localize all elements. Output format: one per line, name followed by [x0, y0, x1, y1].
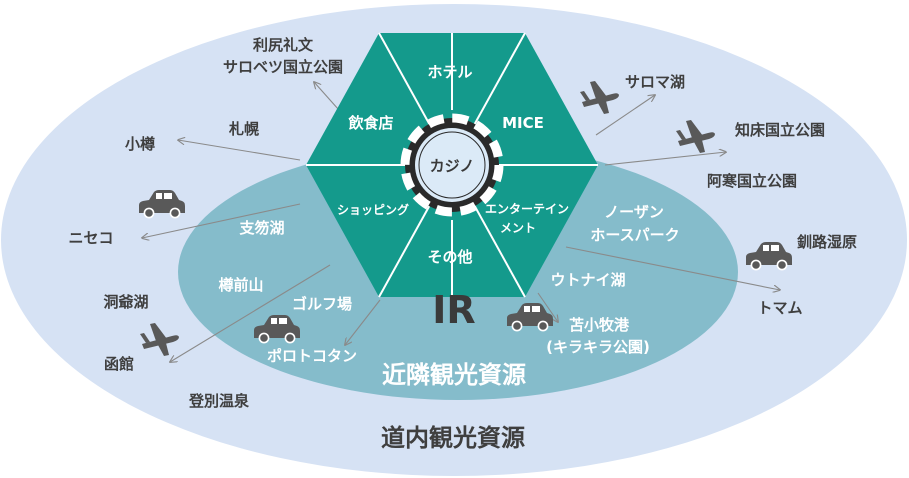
place-tomamu: トマム — [757, 299, 802, 317]
place-akan: 阿寒国立公園 — [707, 172, 797, 190]
place-saroma: サロマ湖 — [625, 73, 685, 91]
place-northern-line1: ノーザン — [604, 203, 664, 221]
place-rishiri-line2: サロベツ国立公園 — [223, 58, 343, 76]
place-tarumae: 樽前山 — [218, 276, 263, 294]
arrow-hakodate — [170, 264, 331, 362]
place-hakodate: 函館 — [104, 355, 134, 373]
arrow-poroto — [345, 299, 381, 345]
ir-label: IR — [432, 288, 475, 332]
place-toya: 洞爺湖 — [103, 293, 148, 311]
hex-entertainment-line2: メント — [500, 221, 536, 235]
place-golf: ゴルフ場 — [292, 295, 352, 313]
place-noboribetsu: 登別温泉 — [188, 392, 250, 410]
place-tomakomai-line2: (キラキラ公園) — [546, 338, 650, 356]
arrow-shiretoko — [604, 152, 726, 166]
hex-restaurant: 飲食店 — [347, 114, 393, 132]
place-shikotsu: 支笏湖 — [238, 219, 284, 237]
inner-region-title: 近隣観光資源 — [382, 361, 526, 389]
arrow-saroma — [595, 95, 655, 136]
place-tomakomai-line1: 苫小牧港 — [569, 316, 630, 334]
place-niseko: ニセコ — [68, 229, 113, 247]
place-utonai: ウトナイ湖 — [550, 271, 625, 289]
hex-mice: MICE — [502, 114, 544, 132]
hex-other: その他 — [427, 248, 472, 266]
casino-chip — [400, 113, 504, 217]
arrow-otaru — [178, 140, 301, 161]
hex-hotel: ホテル — [427, 63, 472, 81]
arrow-niseko — [142, 203, 301, 238]
place-otaru: 小樽 — [125, 135, 155, 153]
place-sapporo: 札幌 — [228, 120, 259, 138]
hex-shopping: ショッピング — [337, 202, 409, 217]
outer-region-title: 道内観光資源 — [381, 424, 525, 452]
arrow-tomakomai — [537, 292, 558, 322]
hex-entertainment-line1: エンターテイン — [485, 202, 569, 216]
casino-label: カジノ — [430, 157, 475, 175]
place-kushiro: 釧路湿原 — [797, 233, 857, 251]
place-northern-line2: ホースパーク — [590, 226, 679, 244]
place-shiretoko: 知床国立公園 — [735, 121, 825, 139]
place-rishiri-line1: 利尻礼文 — [253, 36, 314, 54]
arrow-tomamu — [565, 246, 780, 290]
place-poroto: ポロトコタン — [267, 347, 357, 365]
arrows — [142, 82, 780, 362]
